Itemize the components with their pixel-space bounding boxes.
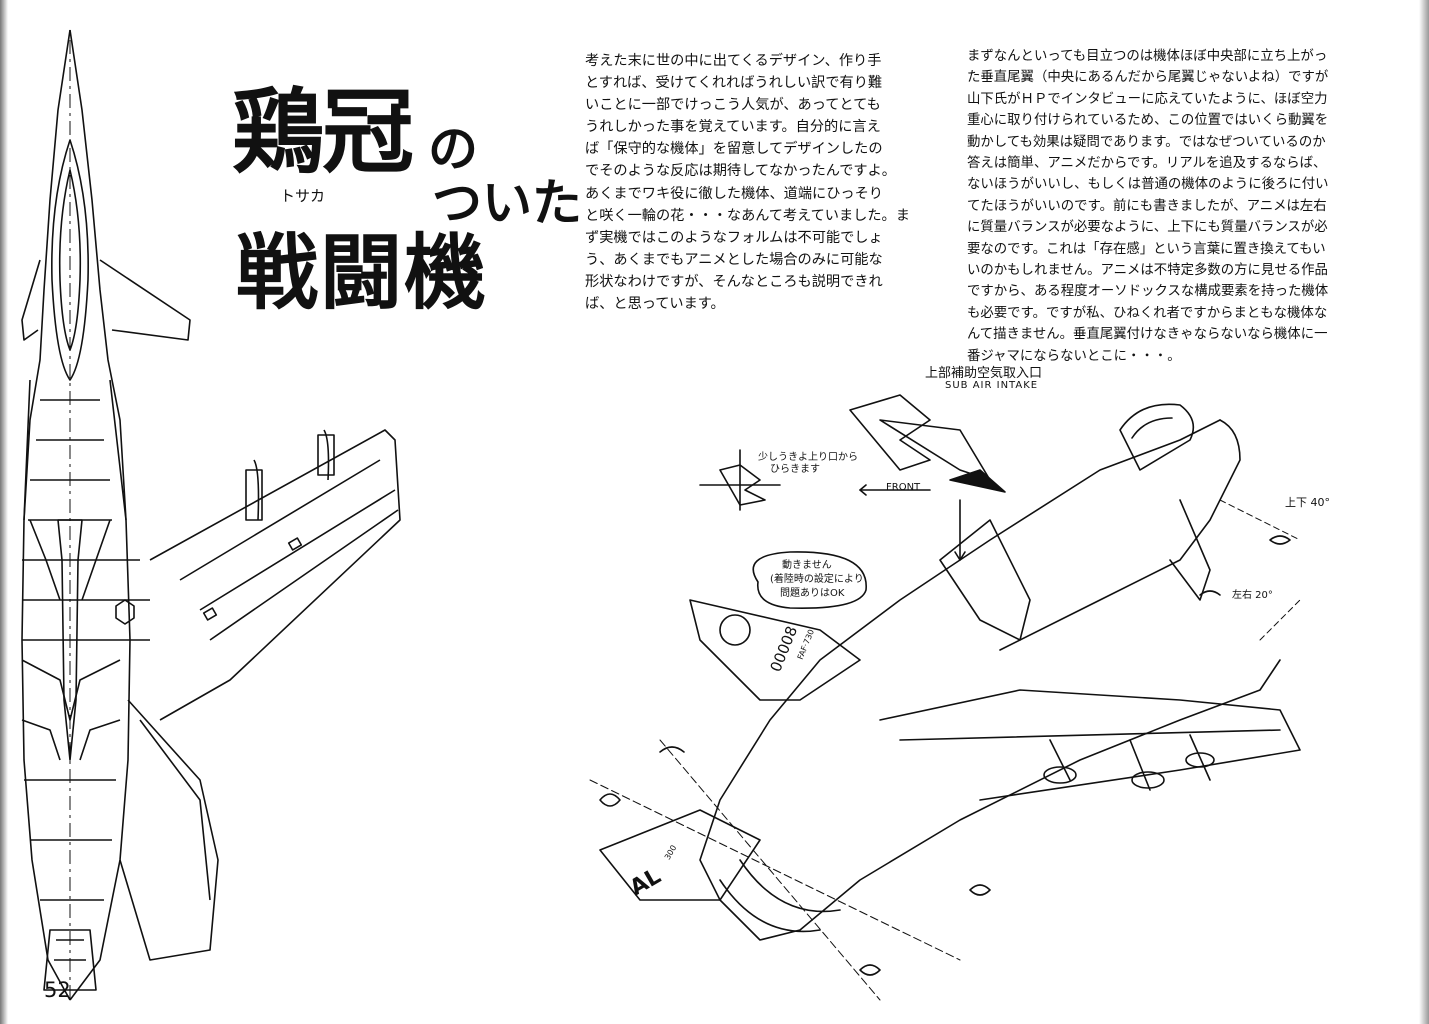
text-line: てたほうがいいのです。前にも書きましたが、アニメは左右	[967, 198, 1327, 214]
annotation-fixed-1: 動きません	[782, 560, 832, 571]
text-line: うれしかった事を覚えています。自分的に言え	[585, 119, 881, 136]
text-line: ば「保守的な機体」を留意してデザインしたの	[585, 141, 883, 158]
text-line: と咲く一輪の花・・・なあんて考えていました。ま	[585, 207, 910, 224]
text-line: ですから、ある程度オーソドックスな構成要素を持った機体	[967, 284, 1329, 300]
title-particle: の	[428, 119, 478, 178]
title-line-2: ついた	[432, 173, 582, 232]
annotation-open-note: 少しうきよ上り口から	[758, 452, 858, 463]
text-line: とすれば、受けてくれればうれしい訳で有り難	[585, 75, 883, 92]
text-line: 番ジャマにならないとこに・・・。	[967, 348, 1181, 364]
annotation-angle-side: 左右 20°	[1232, 590, 1273, 601]
body-column-2: まずなんといっても目立つのは機体ほぼ中央部に立ち上がっ た垂直尾翼（中央にあるん…	[967, 46, 1387, 367]
text-line: まずなんといっても目立つのは機体ほぼ中央部に立ち上がっ	[967, 49, 1328, 64]
page-binding-shadow-left	[0, 0, 8, 1024]
text-line: いのかもしれません。アニメは不特定多数の方に見せる作品	[967, 263, 1328, 279]
text-line: 考えた末に世の中に出てくるデザイン、作り手	[585, 53, 882, 69]
text-line: ば、と思っています。	[585, 296, 725, 313]
text-line: ず実機ではこのようなフォルムは不可能でしょ	[585, 229, 883, 246]
annotation-front: FRONT	[886, 482, 921, 493]
text-line: う、あくまでもアニメとした場合のみに可能な	[585, 251, 883, 268]
title-main-kanji: 鶏冠	[232, 78, 414, 186]
title-ruby: トサカ	[280, 187, 326, 205]
text-line: 重心に取り付けられているため、この位置ではいくら動翼を	[967, 113, 1329, 129]
annotation-angle-up: 上下 40°	[1285, 496, 1330, 509]
text-line: た垂直尾翼（中央にあるんだから尾翼じゃないよね）ですが	[967, 70, 1329, 86]
title-line-3: 戦闘機	[236, 225, 489, 321]
text-line: 形状なわけですが、そんなところも説明できれ	[585, 273, 883, 290]
annotation-open-note-2: ひらきます	[770, 464, 820, 475]
text-line: あくまでワキ役に徹した機体、道端にひっそり	[585, 185, 883, 202]
text-line: んて描きません。垂直尾翼付けなきゃならないなら機体に一	[967, 327, 1328, 343]
annotation-sub-intake-jp: 上部補助空気取入口	[925, 366, 1043, 381]
text-line: 要なのです。これは「存在感」という言葉に置き換えてもい	[967, 241, 1326, 257]
page-number: 52	[44, 978, 71, 1002]
text-line: ないほうがいいし、もしくは普通の機体のように後ろに付い	[967, 177, 1329, 193]
text-line: 山下氏がＨＰでインタビューに応えていたように、ほぼ空力	[967, 91, 1328, 107]
annotation-fixed-2: (着陸時の設定により	[770, 574, 864, 585]
text-line: に質量バランスが必要なように、上下にも質量バランスが必	[967, 220, 1328, 236]
text-line: 答えは簡単、アニメだからです。リアルを追及するならば、	[967, 156, 1327, 172]
text-line: も必要です。ですが私、ひねくれ者ですからまともな機体な	[967, 305, 1328, 321]
page-edge-shadow-right	[1419, 0, 1429, 1024]
annotation-sub-intake-en: SUB AIR INTAKE	[945, 380, 1039, 391]
text-line: でそのような反応は期待してなかったんですよ。	[585, 163, 896, 180]
annotation-fixed-3: 問題ありはOK	[780, 588, 845, 599]
body-column-1: 考えた末に世の中に出てくるデザイン、作り手 とすれば、受けてくれればうれしい訳で…	[585, 50, 945, 315]
text-line: 動かしても効果は疑問であります。ではなぜついているのか	[967, 134, 1326, 150]
text-line: いことに一部でけっこう人気が、あってとても	[585, 97, 881, 114]
